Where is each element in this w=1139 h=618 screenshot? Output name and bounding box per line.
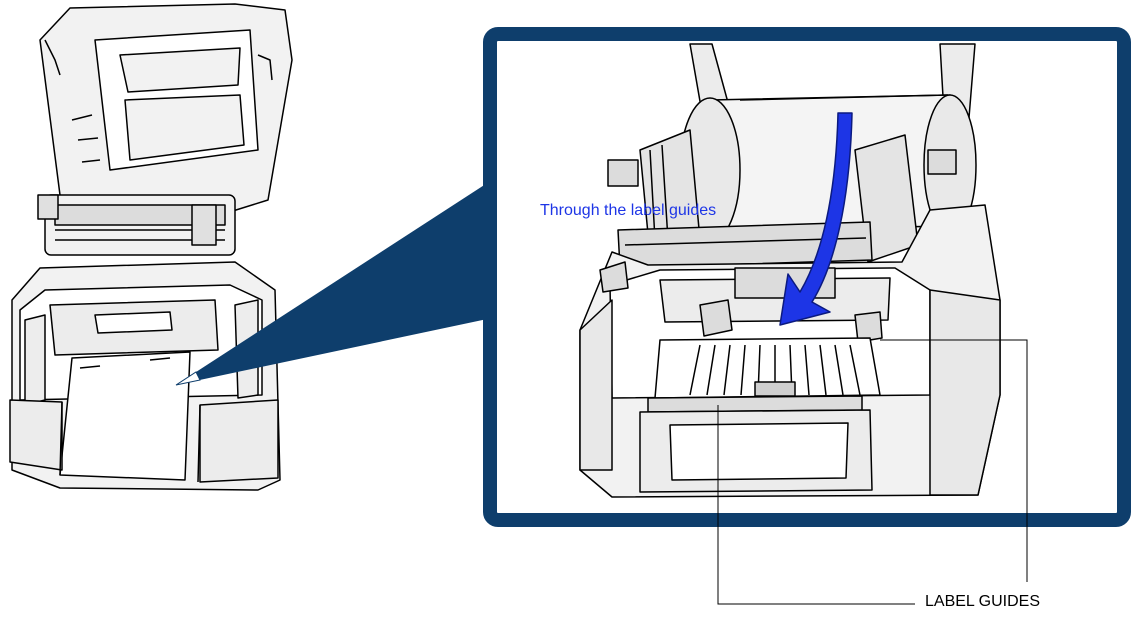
printer-overview (9, 3, 293, 491)
label-guides-leader (717, 339, 1028, 605)
label-strip (59, 351, 191, 481)
printer-closeup (579, 43, 1001, 498)
callout-label: Through the label guides (540, 202, 717, 219)
label-guide-left (699, 299, 733, 337)
label-guides-label: LABEL GUIDES (925, 593, 1041, 610)
label-guide-right (854, 311, 883, 343)
feed-direction-arrow (779, 112, 853, 326)
zoom-connector (176, 180, 492, 385)
